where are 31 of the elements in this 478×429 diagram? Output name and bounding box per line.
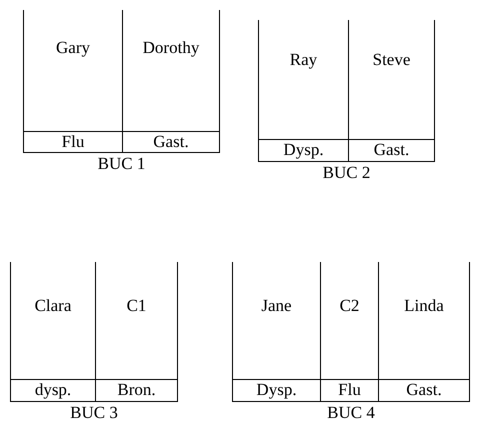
bed-column [10, 262, 95, 402]
diagnosis-cell: Gast. [379, 379, 469, 402]
patient-name: Ray [290, 50, 318, 70]
diagnosis-cell: Dysp. [259, 139, 348, 162]
patient-name: Jane [261, 296, 292, 316]
bed-column [348, 20, 435, 162]
diagnosis-cell: Bron. [96, 379, 177, 402]
patient-name: Gary [56, 38, 90, 58]
unit-label: BUC 3 [70, 403, 118, 423]
bed-column [23, 10, 122, 153]
patient-name: Steve [372, 50, 410, 70]
unit-label: BUC 2 [322, 163, 370, 183]
patient-name: Linda [404, 296, 444, 316]
bed-column [320, 262, 378, 402]
diagnosis-cell: Gast. [349, 139, 434, 162]
patient-name: C2 [340, 296, 360, 316]
diagnosis-cell: Dysp. [233, 379, 320, 402]
bed-column [122, 10, 220, 153]
patient-name: C1 [126, 296, 146, 316]
diagnosis-cell: Flu [321, 379, 378, 402]
bed-column [232, 262, 320, 402]
patient-name: Dorothy [142, 38, 200, 58]
patient-name: Clara [34, 296, 72, 316]
unit-label: BUC 4 [327, 403, 375, 423]
bed-column [95, 262, 178, 402]
diagnosis-cell: dysp. [11, 379, 95, 402]
diagnosis-cell: Flu [24, 131, 122, 153]
diagnosis-cell: Gast. [123, 131, 219, 153]
bed-column [378, 262, 470, 402]
bed-column [258, 20, 348, 162]
unit-label: BUC 1 [98, 154, 146, 174]
